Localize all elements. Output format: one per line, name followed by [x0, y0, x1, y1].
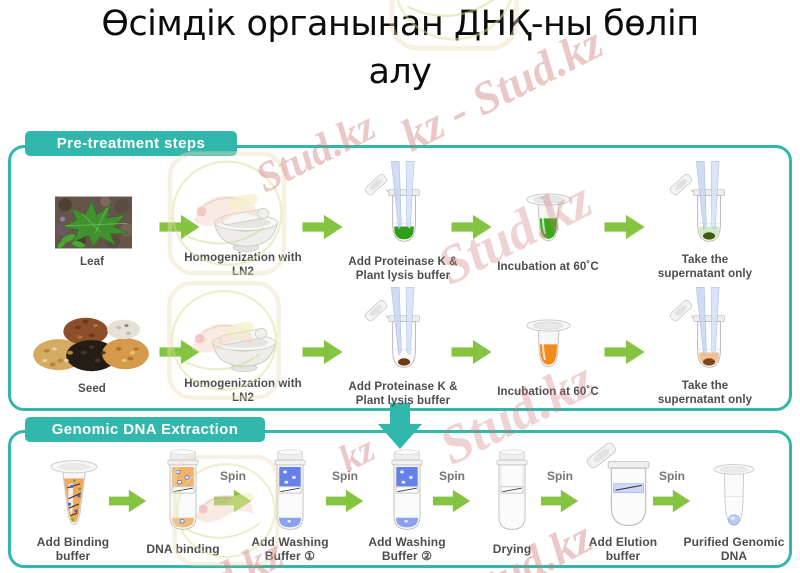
arrow-icon [451, 339, 492, 365]
elution-tube-icon [585, 441, 650, 527]
page-title-line1: Өсімдік органынан ДНҚ-ны бөліп [101, 4, 699, 44]
step-label: Add Elution buffer [588, 535, 658, 563]
step-label: Take the supernatant only [657, 380, 753, 406]
leaf-photo [55, 196, 132, 249]
arrow-icon [302, 214, 343, 240]
step-label: Add Washing Buffer ① [251, 535, 329, 563]
spin-label: Spin [659, 469, 685, 483]
arrow-icon [213, 489, 252, 513]
arrow-icon [159, 339, 200, 365]
incubation-tube-icon [525, 318, 572, 368]
genomic-tab: Genomic DNA Extraction [25, 417, 265, 442]
arrow-icon [159, 214, 200, 240]
spin-label: Spin [547, 469, 573, 483]
arrow-icon [604, 339, 645, 365]
step-label: Incubation at 60˚C [497, 261, 599, 273]
step-label: Leaf [79, 256, 105, 268]
pretreatment-tab: Pre-treatment steps [25, 131, 237, 156]
purified-dna-tube-icon [713, 464, 755, 526]
binding-buffer-tube-icon [50, 460, 98, 526]
supernatant-tube-icon [668, 160, 726, 242]
arrow-icon [432, 489, 471, 513]
step-label: Homogenization with LN2 [184, 252, 302, 278]
step-label: Take the supernatant only [657, 254, 753, 280]
section-connector-arrow-icon [378, 403, 422, 449]
supernatant-tube-icon [668, 286, 726, 368]
step-label: Add Washing Buffer ② [368, 535, 446, 563]
step-label: Seed [78, 383, 106, 395]
washing-column-icon [391, 449, 423, 530]
arrow-icon [540, 489, 579, 513]
drying-column-icon [496, 449, 528, 530]
arrow-icon [108, 489, 147, 513]
step-label: Add Binding buffer [36, 535, 110, 563]
dna-binding-column-icon [167, 449, 199, 530]
arrow-icon [325, 489, 364, 513]
spin-label: Spin [332, 469, 358, 483]
step-label: Add Proteinase K & Plant lysis buffer [348, 256, 458, 282]
spin-label: Spin [439, 469, 465, 483]
lysis-tube-icon [363, 286, 421, 368]
step-label: DNA binding [146, 542, 220, 556]
spin-label: Spin [220, 469, 246, 483]
arrow-icon [604, 214, 645, 240]
step-label: Homogenization with LN2 [184, 378, 302, 404]
step-label: Purified Genomic DNA [683, 535, 785, 563]
arrow-icon [302, 339, 343, 365]
mortar-pestle-icon [212, 327, 276, 373]
lysis-tube-icon [363, 160, 421, 242]
seed-photo [33, 317, 149, 372]
step-label: Drying [492, 542, 532, 556]
step-label: Add Proteinase K & Plant lysis buffer [348, 381, 458, 407]
washing-column-icon [274, 449, 306, 530]
step-label: Incubation at 60˚C [497, 386, 599, 398]
page-title-line2: алу [368, 52, 432, 92]
arrow-icon [652, 489, 691, 513]
mortar-pestle-icon [214, 207, 278, 253]
arrow-icon [451, 214, 492, 240]
incubation-tube-icon [525, 192, 572, 242]
page-title: Өсімдік органынан ДНҚ-ны бөліп алу [0, 0, 800, 96]
